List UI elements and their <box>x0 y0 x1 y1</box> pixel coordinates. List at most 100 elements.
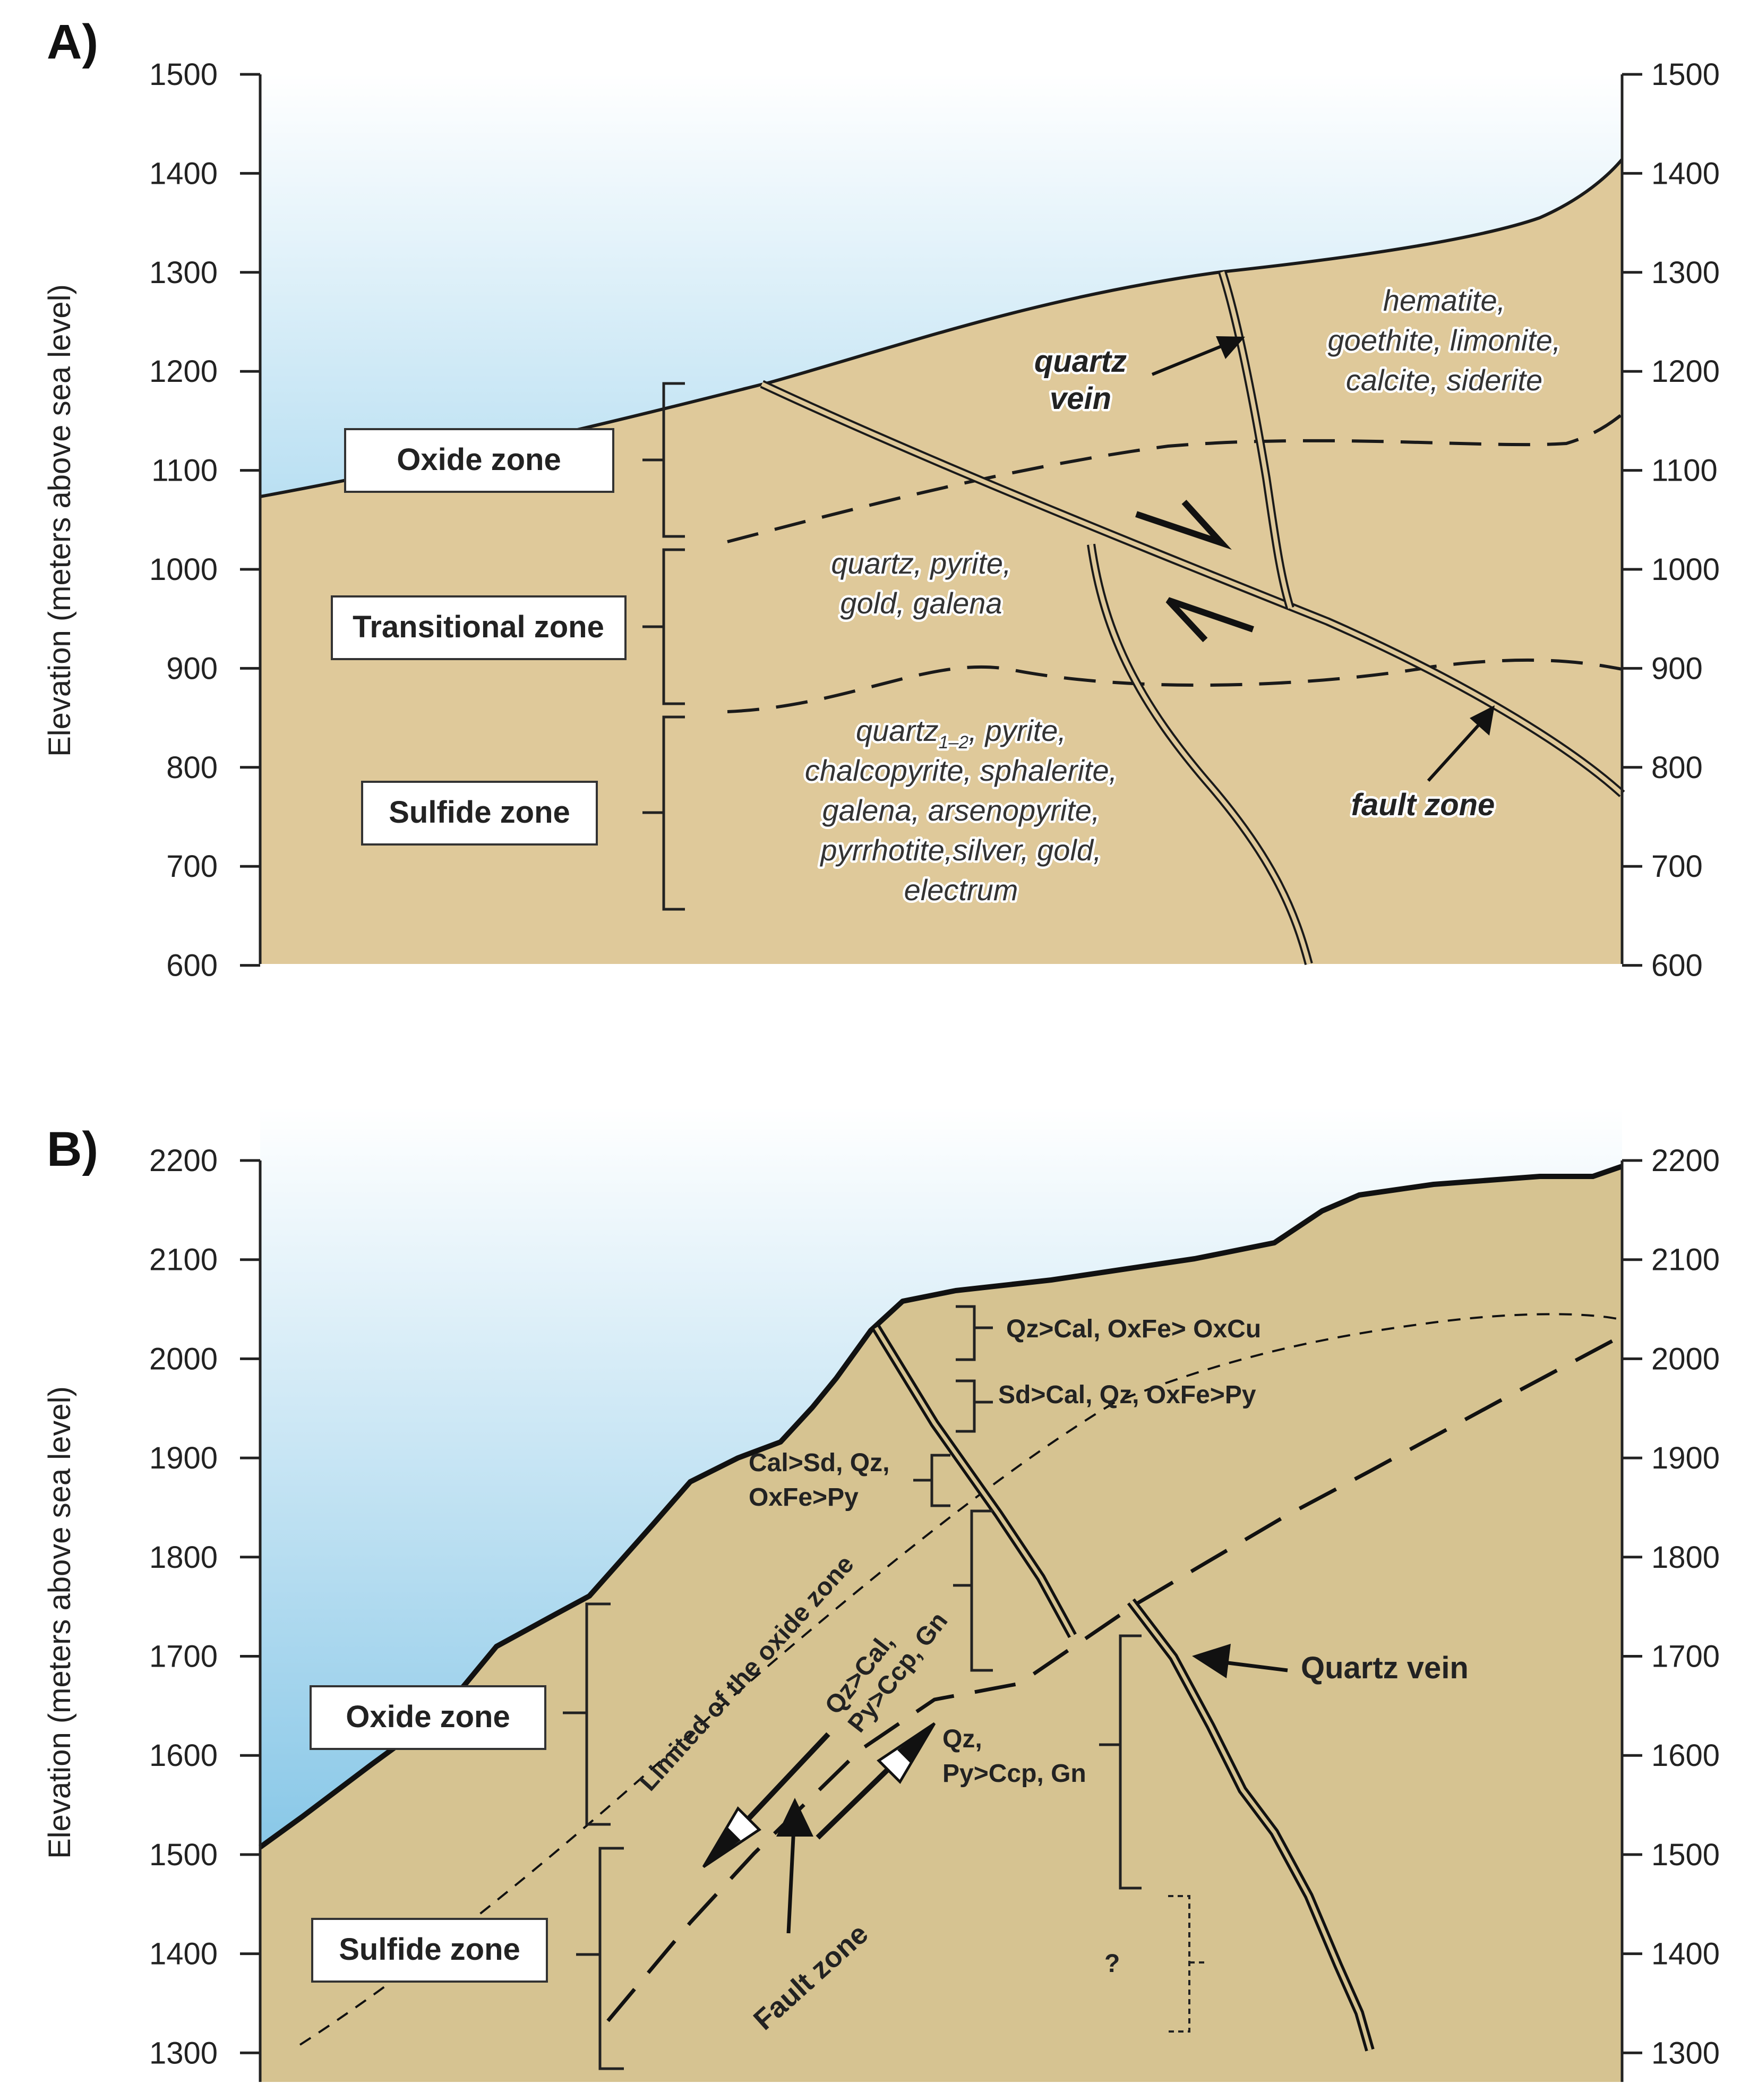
tick-label-left: 1800 <box>149 1540 218 1575</box>
panel-b-motion-arrow-down <box>702 1732 830 1868</box>
tick-label-left: 600 <box>166 949 218 983</box>
panel-b-upper-vein-fill <box>874 1327 1075 1637</box>
panel-b-oxide-zone-label: Oxide zone <box>346 1700 510 1734</box>
tick-label-right: 1200 <box>1651 354 1720 389</box>
assemblage-3-line-1: Cal>Sd, Qz, <box>749 1449 889 1477</box>
tick-label-right: 1300 <box>1651 255 1720 290</box>
quartz-vein-arrowhead <box>1216 336 1245 359</box>
panel-a-axis-title: Elevation (meters above sea level) <box>42 284 77 757</box>
sulfide-mineral-line-4: pyrrhotite,silver, gold, <box>819 833 1101 867</box>
panel-b-quartz-vein-leader <box>1223 1660 1288 1672</box>
tick-label-right: 1400 <box>1651 156 1720 191</box>
oxide-mineral-line-3: calcite, siderite <box>1346 363 1542 397</box>
tick-label-left: 2200 <box>149 1143 218 1178</box>
panel-a-sulfide-minerals: quartz1–2, pyrite, chalcopyrite, sphaler… <box>802 712 1119 909</box>
panel-b-quartz-vein-arrowhead <box>1192 1644 1231 1678</box>
tick-label-left: 1500 <box>149 57 218 92</box>
panel-a-fault-zone-fill <box>761 382 1624 796</box>
assemblage-1: Qz>Cal, OxFe> OxCu <box>1006 1315 1261 1343</box>
panel-a-rock <box>260 159 1622 964</box>
tick-label-left: 1500 <box>149 1838 218 1872</box>
panel-a-sulfide-zone-box: Sulfide zone <box>361 781 598 846</box>
panel-b-label: B) <box>47 1122 98 1176</box>
quartz-vein-label-line-2: vein <box>1050 381 1111 416</box>
panel-b-fault-line <box>606 1334 1623 2022</box>
fault-zone-arrowhead <box>1470 705 1495 736</box>
panel-b-fault-zone-leader <box>786 1826 796 1934</box>
panel-a-brackets <box>642 382 685 911</box>
tick-label-left: 1000 <box>149 552 218 587</box>
assemblage-5-line-1: Qz, <box>942 1725 982 1753</box>
tick-label-right: 1500 <box>1651 1838 1720 1872</box>
tick-label-left: 2100 <box>149 1243 218 1277</box>
panel-b-brackets <box>563 1305 1142 2070</box>
panel-b-lower-vein-fill <box>1129 1600 1372 2051</box>
tick-label-left: 800 <box>166 750 218 785</box>
panel-b-oxide-zone-box: Oxide zone <box>310 1685 546 1750</box>
tick-label-right: 2200 <box>1651 1143 1720 1178</box>
tick-label-right: 1700 <box>1651 1640 1720 1674</box>
fault-zone-label: fault zone <box>1351 788 1495 822</box>
tick-label-right: 1000 <box>1651 552 1720 587</box>
panel-a-quartz-vein-callout: quartz vein <box>1032 336 1245 419</box>
panel-b-sulfide-zone-label: Sulfide zone <box>339 1932 520 1967</box>
panel-b-axis-title: Elevation (meters above sea level) <box>42 1386 77 1859</box>
panel-b-assemblages: Qz>Cal, OxFe> OxCu Sd>Cal, Qz, OxFe>Py C… <box>749 1315 1261 1978</box>
panel-a-oxide-minerals: hematite, goethite, limonite, calcite, s… <box>1325 281 1563 399</box>
transitional-mineral-line-2: gold, galena <box>840 586 1002 620</box>
panel-a-lower-vein-fill <box>1089 544 1311 965</box>
oxide-mineral-line-1: hematite, <box>1383 284 1505 317</box>
tick-label-right: 1600 <box>1651 1738 1720 1773</box>
panel-a-label: A) <box>47 15 98 69</box>
panel-b-oxide-limit-line <box>299 1313 1623 2046</box>
panel-a-sulfide-zone-label: Sulfide zone <box>389 795 570 830</box>
tick-label-left: 1700 <box>149 1640 218 1674</box>
panel-a-transitional-minerals: quartz, pyrite, gold, galena <box>829 544 1014 622</box>
panel-a-transitional-zone-label: Transitional zone <box>353 610 604 644</box>
tick-label-right: 2000 <box>1651 1342 1720 1376</box>
panel-a-oxide-zone-box: Oxide zone <box>344 428 614 493</box>
tick-label-left: 2000 <box>149 1342 218 1376</box>
panel-b-sulfide-zone-box: Sulfide zone <box>311 1918 548 1983</box>
unknown-assemblage-mark: ? <box>1104 1950 1120 1978</box>
tick-label-left: 1300 <box>149 2036 218 2070</box>
tick-label-left: 1400 <box>149 1937 218 1971</box>
tick-label-right: 1900 <box>1651 1441 1720 1475</box>
tick-label-right: 700 <box>1651 849 1703 884</box>
transitional-mineral-line-1: quartz, pyrite, <box>831 547 1011 580</box>
sulfide-mineral-line-1: quartz1–2, pyrite, <box>856 714 1066 753</box>
tick-label-right: 600 <box>1651 949 1703 983</box>
assemblage-2: Sd>Cal, Qz, OxFe>Py <box>998 1381 1256 1409</box>
fault-zone-leader <box>1427 723 1480 782</box>
panel-a-motion-arrow-lower <box>1165 597 1254 643</box>
panel-a-transitional-boundary <box>727 658 1623 713</box>
tick-label-left: 1300 <box>149 255 218 290</box>
panel-a-motion-arrow-upper <box>1135 499 1232 550</box>
panel-b-motion-arrow-up <box>816 1722 936 1840</box>
tick-label-right: 800 <box>1651 750 1703 785</box>
panel-b-unknown-bracket <box>1168 1895 1208 2033</box>
tick-label-right: 900 <box>1651 651 1703 686</box>
tick-label-left: 900 <box>166 651 218 686</box>
tick-label-left: 1100 <box>151 454 218 488</box>
sulfide-mineral-line-3: galena, arsenopyrite, <box>822 793 1100 827</box>
tick-label-right: 1400 <box>1651 1937 1720 1971</box>
tick-label-right: 1500 <box>1651 57 1720 92</box>
panel-b-fault-zone-arrowhead <box>776 1798 813 1837</box>
tick-label-right: 1300 <box>1651 2036 1720 2070</box>
tick-label-left: 1600 <box>149 1738 218 1773</box>
sulfide-mineral-line-2: chalcopyrite, sphalerite, <box>805 754 1117 787</box>
tick-label-right: 1100 <box>1651 454 1718 488</box>
panel-a-transitional-zone-box: Transitional zone <box>331 595 627 660</box>
tick-label-left: 1200 <box>149 354 218 389</box>
sulfide-mineral-line-5: electrum <box>904 873 1018 907</box>
oxide-mineral-line-2: goethite, limonite, <box>1328 323 1561 357</box>
panel-a-oxide-boundary <box>727 413 1623 543</box>
quartz-vein-leader <box>1151 344 1225 376</box>
panel-a-oxide-zone-label: Oxide zone <box>397 442 561 477</box>
